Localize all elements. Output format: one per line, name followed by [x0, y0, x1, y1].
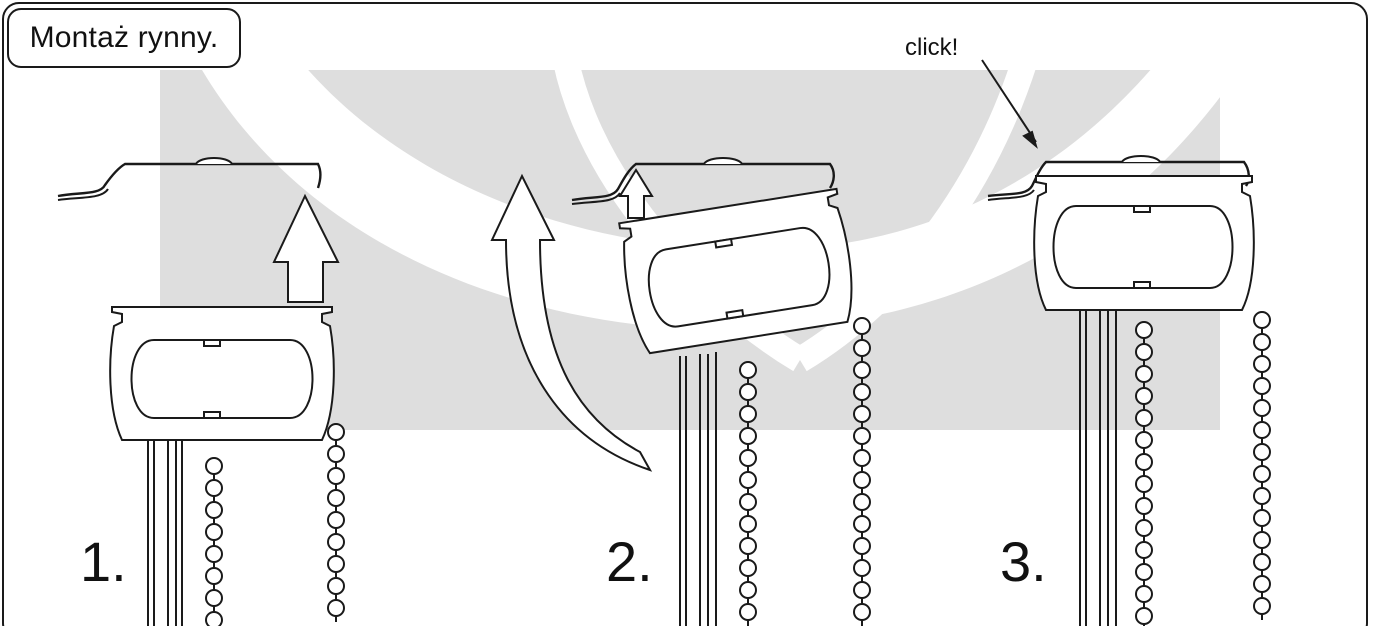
bead	[1253, 355, 1271, 373]
bead	[739, 515, 757, 533]
step-number-2: 2.	[606, 530, 653, 593]
bead	[327, 533, 345, 551]
bead	[1135, 453, 1153, 471]
bead	[1135, 497, 1153, 515]
step-1-illustration	[57, 157, 340, 626]
bead	[853, 405, 871, 423]
bead	[327, 445, 345, 463]
bead	[853, 361, 871, 379]
step-number-1: 1.	[80, 530, 127, 593]
bead	[1253, 531, 1271, 549]
click-callout: click!	[905, 34, 959, 61]
step-2-illustration	[490, 157, 853, 626]
bead	[739, 383, 757, 401]
bead	[853, 603, 871, 621]
bead	[1135, 431, 1153, 449]
step-3-rail	[987, 160, 1250, 198]
step-2-curved-arrow	[490, 173, 653, 472]
bead	[1135, 409, 1153, 427]
bead	[853, 449, 871, 467]
bead	[853, 581, 871, 599]
bead	[1135, 607, 1153, 625]
bead	[1253, 421, 1271, 439]
bead	[327, 423, 345, 441]
bead	[739, 405, 757, 423]
bead	[1135, 585, 1153, 603]
bead	[853, 537, 871, 555]
bead	[1253, 487, 1271, 505]
bead	[205, 545, 223, 563]
bead	[205, 567, 223, 585]
bead	[853, 515, 871, 533]
bead	[1253, 509, 1271, 527]
bead	[327, 489, 345, 507]
bead	[1135, 519, 1153, 537]
bead	[853, 427, 871, 445]
step-1-bead-chain-right	[327, 423, 345, 622]
bead	[853, 339, 871, 357]
bead	[1253, 597, 1271, 615]
bead	[205, 523, 223, 541]
bead	[739, 581, 757, 599]
step-1-rail	[57, 162, 322, 198]
bead	[1135, 475, 1153, 493]
bead	[1135, 343, 1153, 361]
bead	[1135, 321, 1153, 339]
step-1-bead-chain-left	[205, 457, 223, 626]
bead	[1253, 377, 1271, 395]
bead	[1135, 563, 1153, 581]
bead	[205, 611, 223, 626]
bead	[205, 501, 223, 519]
step-3-click-pointer	[981, 59, 1037, 143]
bead	[327, 577, 345, 595]
step-2-small-up-arrow	[618, 168, 654, 219]
bead	[327, 555, 345, 573]
bead	[205, 479, 223, 497]
bead	[739, 559, 757, 577]
bead	[327, 599, 345, 617]
bead	[853, 493, 871, 511]
bead	[1253, 553, 1271, 571]
bead	[205, 457, 223, 475]
bead	[1253, 333, 1271, 351]
bead	[739, 471, 757, 489]
bead	[327, 511, 345, 529]
bead	[1135, 541, 1153, 559]
bead	[739, 449, 757, 467]
bead	[853, 559, 871, 577]
bead	[1135, 365, 1153, 383]
bead	[1253, 399, 1271, 417]
bead	[853, 317, 871, 335]
step-number-3: 3.	[1000, 530, 1047, 593]
step-3-bead-chain-left	[1135, 321, 1153, 626]
bead	[1253, 575, 1271, 593]
bead	[1135, 387, 1153, 405]
step-1-up-arrow	[272, 193, 340, 303]
bead	[739, 361, 757, 379]
bead	[1253, 465, 1271, 483]
title-label: Montaż rynny.	[7, 8, 241, 68]
step-3-bead-chain-right	[1253, 311, 1271, 620]
bead	[739, 537, 757, 555]
bead	[739, 427, 757, 445]
bead	[853, 471, 871, 489]
bead	[1253, 311, 1271, 329]
bead	[739, 493, 757, 511]
bead	[853, 383, 871, 401]
step-2-bead-chain-right	[853, 317, 871, 626]
step-2-bead-chain-left	[739, 361, 757, 626]
bead	[739, 603, 757, 621]
bead	[1253, 443, 1271, 461]
step-3-illustration	[981, 59, 1255, 626]
step-2-rail	[571, 162, 835, 202]
bead	[205, 589, 223, 607]
bead	[327, 467, 345, 485]
